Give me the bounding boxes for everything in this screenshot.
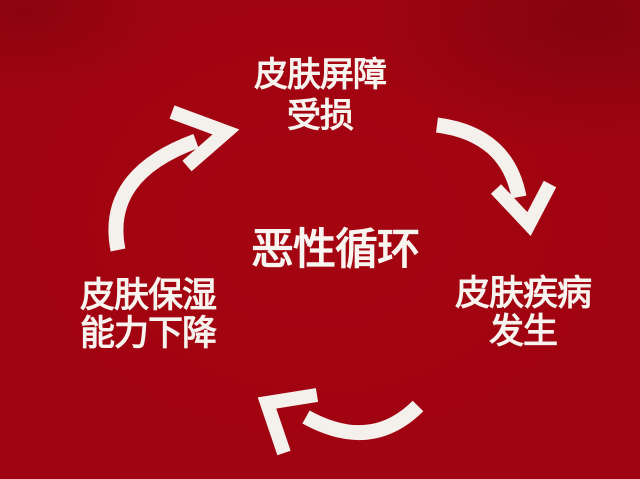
node-line: 受损 bbox=[287, 97, 354, 135]
arrow-right-to-left-icon bbox=[257, 388, 424, 456]
node-top-skin-barrier-damaged: 皮肤屏障 受损 bbox=[254, 55, 387, 137]
arrowhead-icon bbox=[169, 105, 240, 172]
node-line: 皮肤疾病 bbox=[454, 274, 592, 313]
arrowhead-icon bbox=[257, 388, 319, 456]
center-label-vicious-cycle: 恶性循环 bbox=[251, 226, 420, 274]
arrow-curve bbox=[108, 133, 199, 252]
arrow-curve bbox=[435, 117, 527, 199]
node-left-moisture-decline: 皮肤保湿 能力下降 bbox=[79, 276, 217, 353]
arrow-curve bbox=[302, 400, 424, 441]
node-right-skin-disease: 皮肤疾病 发生 bbox=[454, 274, 592, 351]
arrow-left-to-top-icon bbox=[108, 105, 240, 252]
arrowhead-icon bbox=[490, 180, 557, 236]
node-line: 发生 bbox=[488, 312, 558, 351]
node-line: 能力下降 bbox=[79, 314, 217, 353]
arrow-top-to-right-icon bbox=[435, 117, 557, 236]
node-line: 皮肤保湿 bbox=[79, 276, 217, 315]
node-line: 皮肤屏障 bbox=[254, 56, 387, 94]
